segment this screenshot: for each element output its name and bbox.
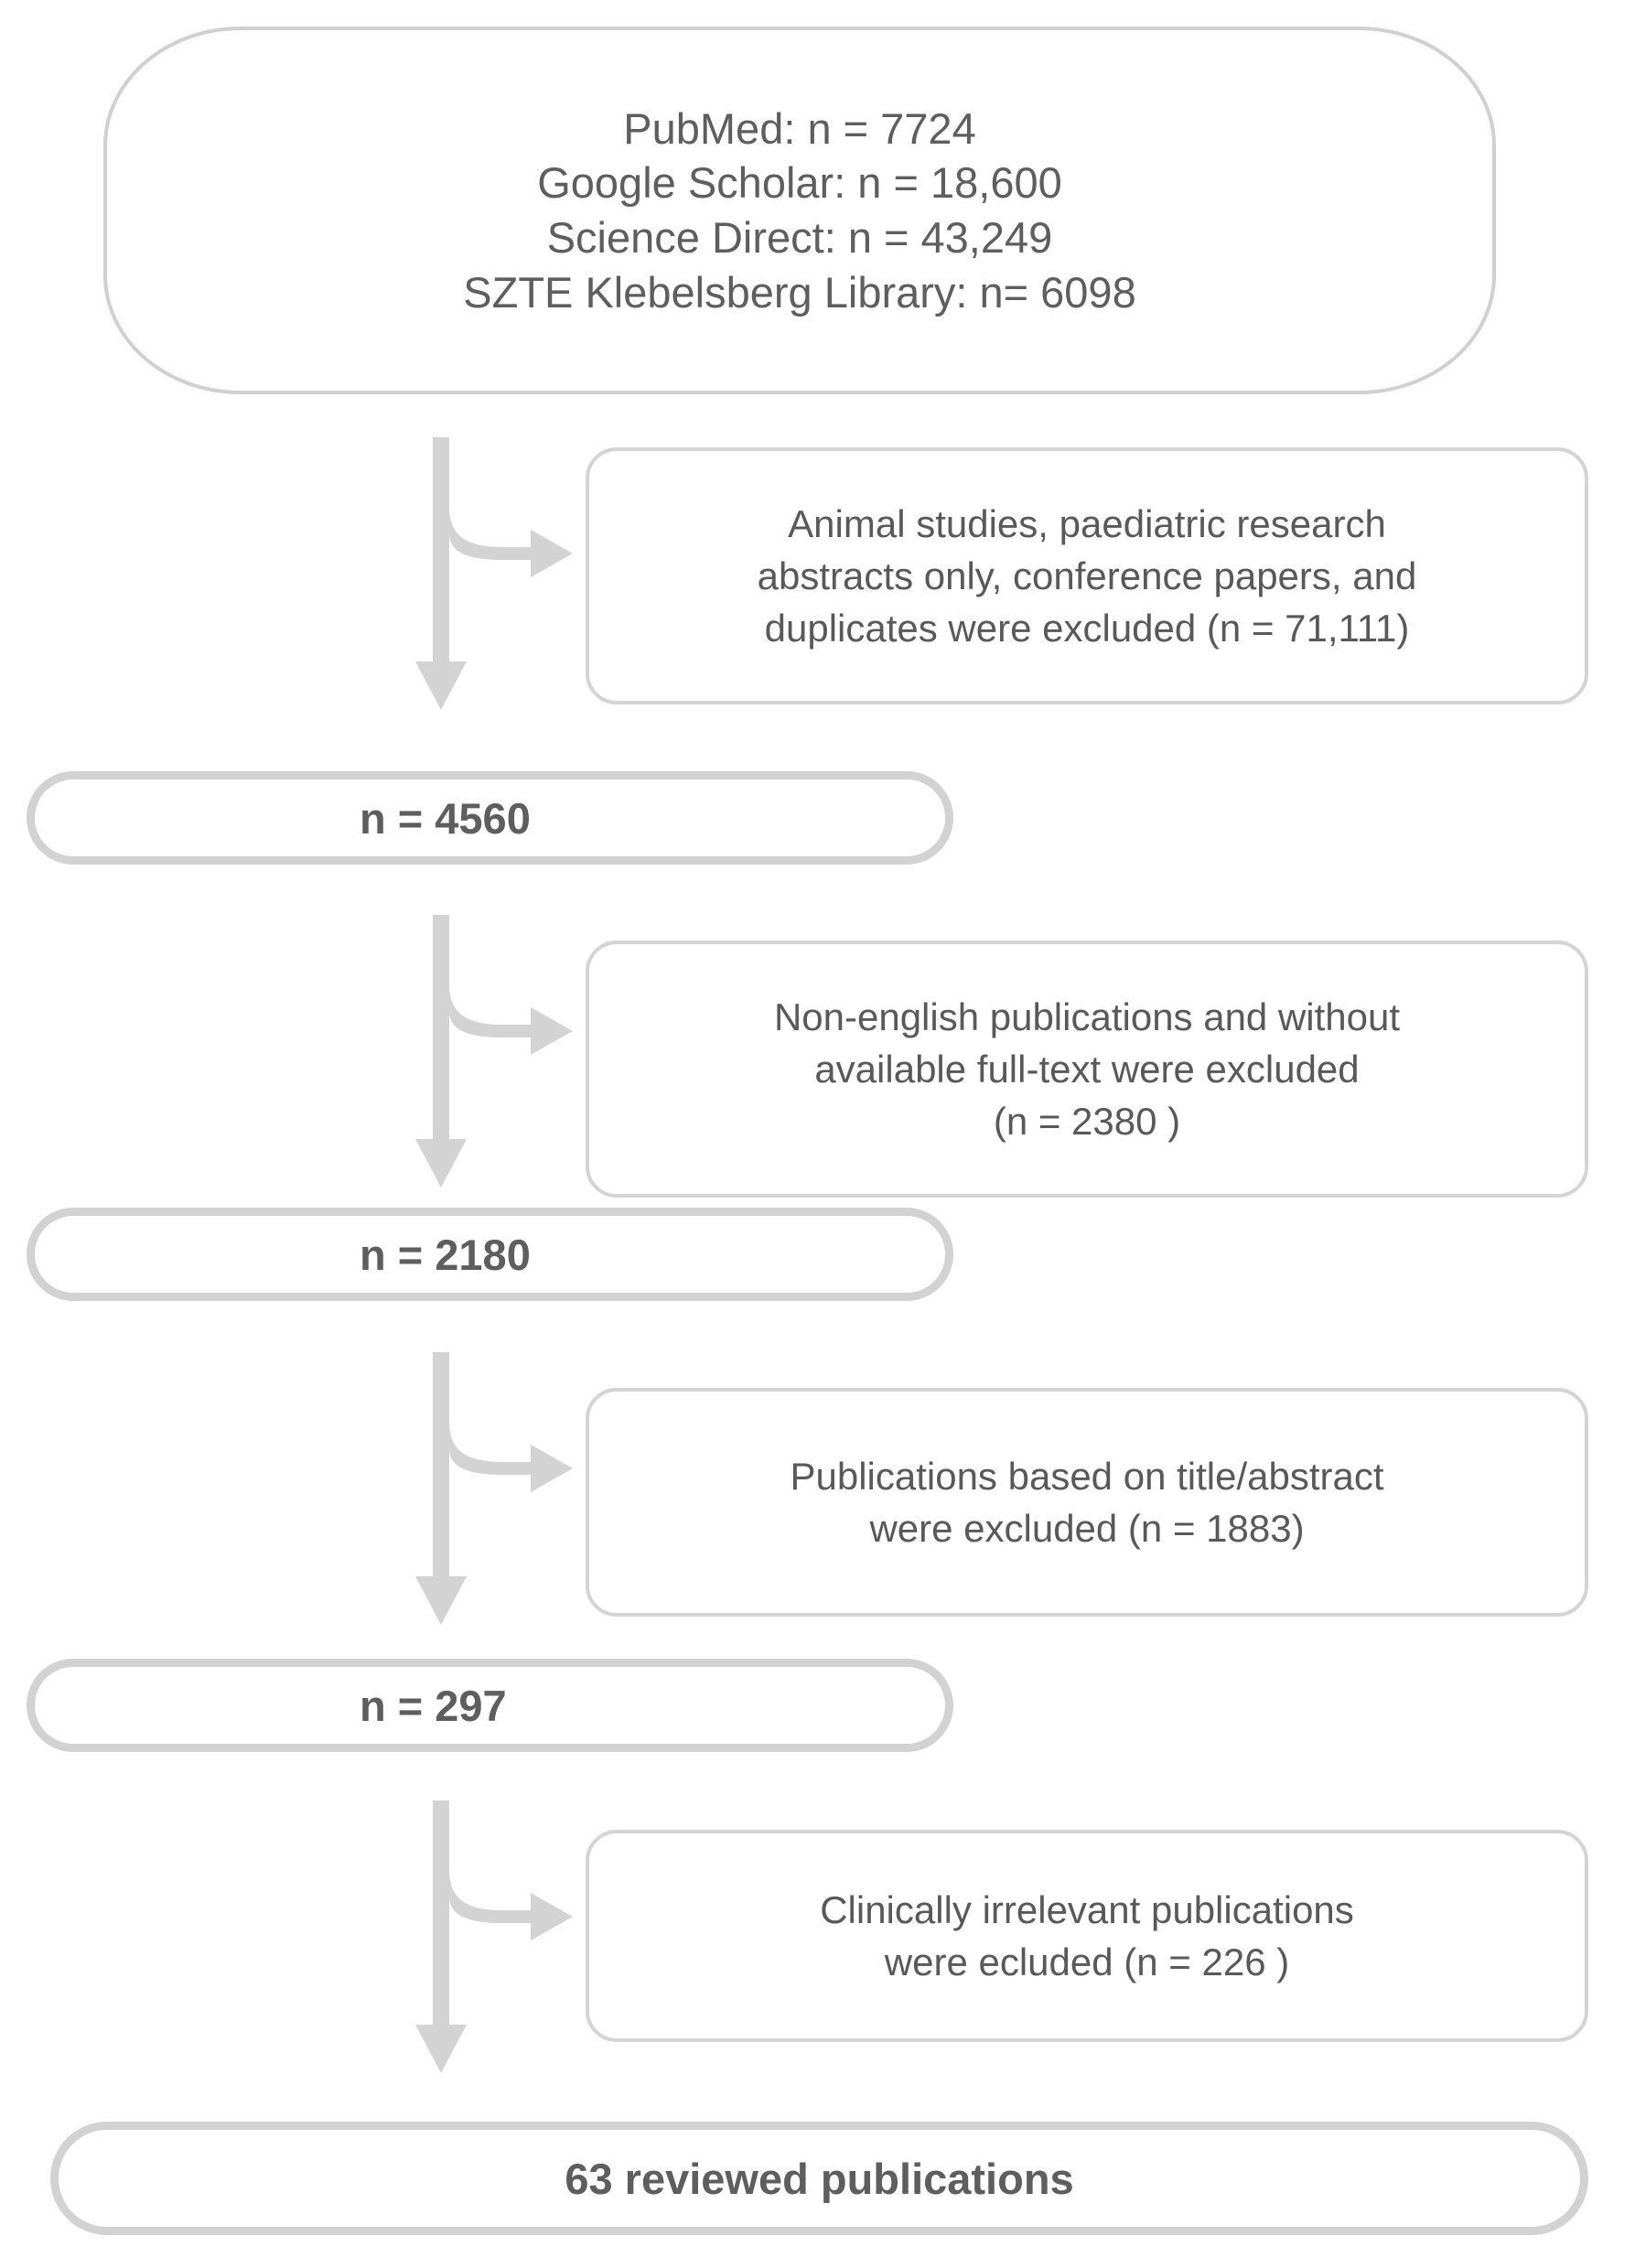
source-line-science-direct: Science Direct: n = 43,249	[546, 213, 1053, 262]
exclusion-2-line-1: Non-english publications and without	[773, 994, 1401, 1038]
count-pill-stage-3-label: n = 297	[360, 1681, 507, 1730]
arrow-branch-down-icon-3	[415, 1352, 573, 1625]
count-pill-stage-3: n = 297	[27, 1659, 953, 1752]
arrow-branch-down-icon-4	[415, 1800, 573, 2073]
exclusion-1-line-2: abstracts only, conference papers, and	[757, 554, 1417, 597]
exclusion-2-line-3: (n = 2380 )	[993, 1100, 1181, 1144]
exclusion-1-line-3: duplicates were excluded (n = 71,111)	[764, 607, 1410, 650]
exclusion-box-2: Non-english publications and without ava…	[586, 941, 1588, 1198]
exclusion-4-line-1: Clinically irrelevant publications	[820, 1887, 1354, 1931]
arrow-branch-down-icon-2	[415, 915, 573, 1188]
exclusion-2-line-2: available full-text were excluded	[814, 1047, 1360, 1091]
final-result-label: 63 reviewed publications	[565, 2154, 1074, 2203]
arrow-connector-4	[393, 1800, 613, 2075]
source-line-google-scholar: Google Scholar: n = 18,600	[537, 158, 1062, 208]
count-pill-stage-2: n = 2180	[27, 1208, 953, 1301]
exclusion-box-4: Clinically irrelevant publications were …	[586, 1830, 1588, 2042]
arrow-connector-3	[393, 1352, 613, 1627]
exclusion-4-line-2: were ecluded (n = 226 )	[884, 1940, 1290, 1983]
sources-box: PubMed: n = 7724 Google Scholar: n = 18,…	[103, 27, 1496, 394]
source-line-szte-klebelsberg-library: SZTE Klebelsberg Library: n= 6098	[463, 267, 1136, 317]
final-result-pill: 63 reviewed publications	[50, 2122, 1588, 2235]
exclusion-1-line-1: Animal studies, paediatric research	[788, 501, 1386, 545]
exclusion-3-line-1: Publications based on title/abstract	[790, 1454, 1384, 1498]
arrow-connector-1	[393, 437, 613, 712]
source-line-pubmed: PubMed: n = 7724	[623, 103, 976, 153]
count-pill-stage-2-label: n = 2180	[360, 1230, 531, 1279]
exclusion-box-3: Publications based on title/abstract wer…	[586, 1388, 1588, 1617]
arrow-branch-down-icon-1	[415, 437, 573, 710]
arrow-connector-2	[393, 915, 613, 1189]
exclusion-box-1: Animal studies, paediatric research abst…	[586, 447, 1588, 704]
exclusion-3-line-2: were excluded (n = 1883)	[869, 1507, 1305, 1550]
count-pill-stage-1-label: n = 4560	[360, 793, 531, 843]
count-pill-stage-1: n = 4560	[27, 771, 953, 865]
